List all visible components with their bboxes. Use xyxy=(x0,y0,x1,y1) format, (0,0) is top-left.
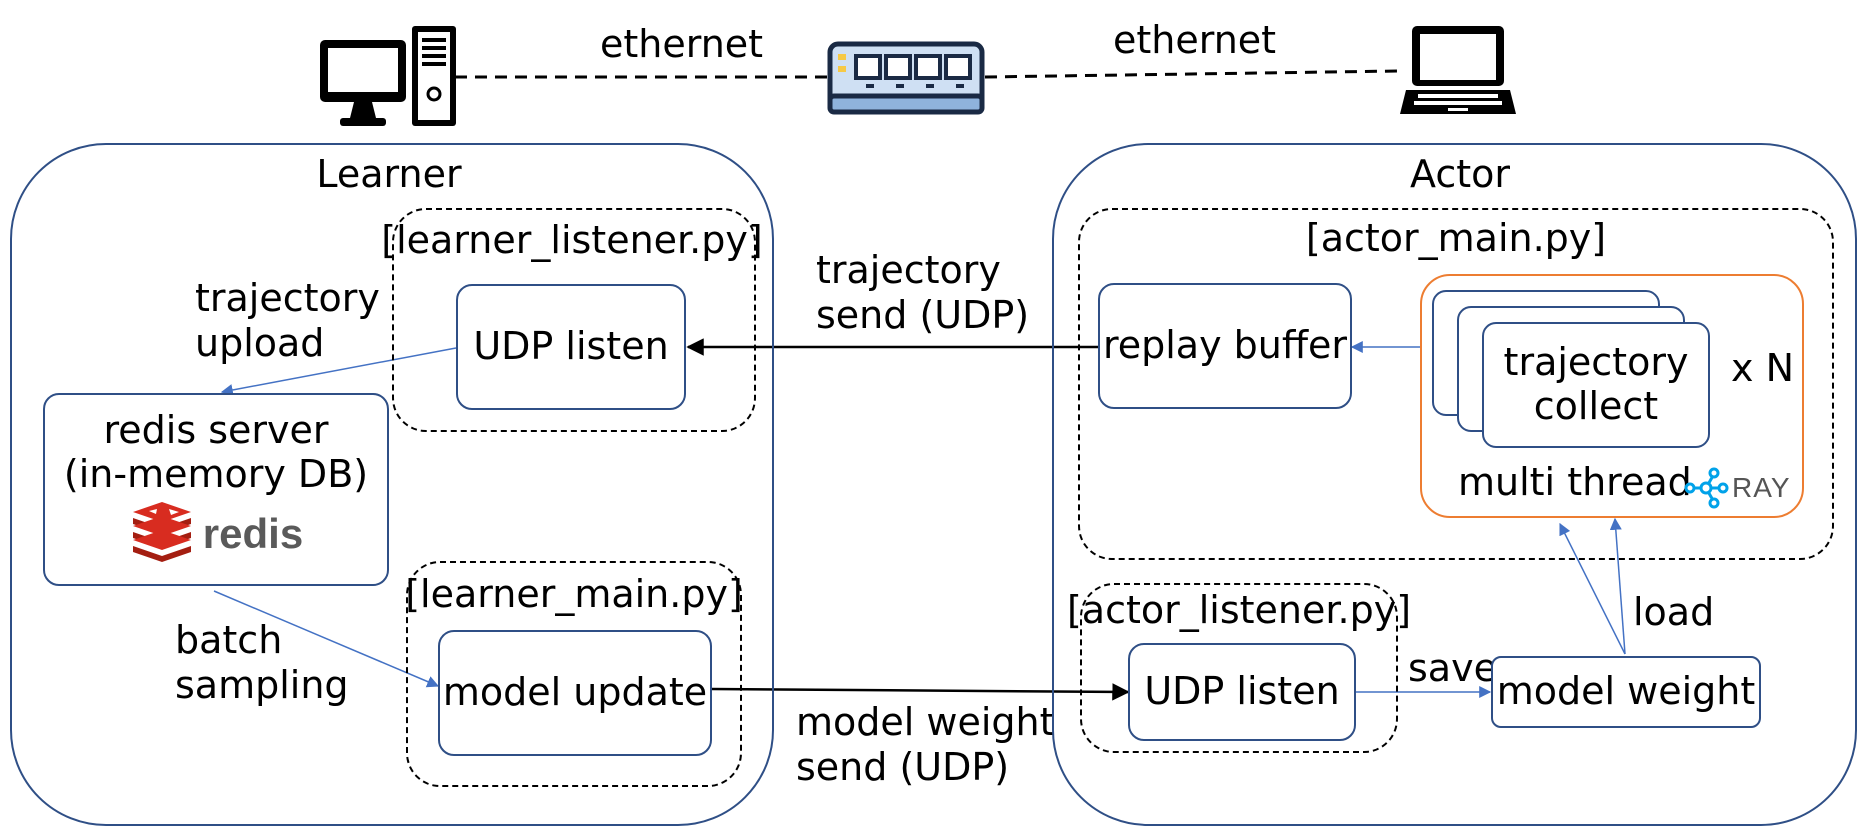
trajectory-collect-node: trajectory collect xyxy=(1482,322,1710,448)
actor-main-filename: [actor_main.py] xyxy=(1305,216,1607,260)
replay-buffer-node: replay buffer xyxy=(1098,283,1352,409)
learner-listener-group xyxy=(392,208,756,432)
ray-logo-text: RAY xyxy=(1732,472,1791,503)
ray-icon xyxy=(1684,467,1729,509)
learner-title: Learner xyxy=(316,152,462,196)
actor-udp-listen-label: UDP listen xyxy=(1144,669,1340,714)
redis-server-line1: redis server xyxy=(103,408,329,452)
ethernet-label-right: ethernet xyxy=(1113,18,1277,62)
model-weight-label: model weight xyxy=(1496,669,1756,714)
learner-listener-filename: [learner_listener.py] xyxy=(381,218,763,262)
actor-listener-filename: [actor_listener.py] xyxy=(1066,588,1412,632)
multi-thread-box xyxy=(1420,274,1804,518)
learner-udp-listen-label: UDP listen xyxy=(473,324,669,369)
ethernet-label-left: ethernet xyxy=(600,22,764,66)
save-label: save xyxy=(1408,646,1497,690)
ray-logo: RAY xyxy=(1684,466,1791,510)
actor-udp-listen-node: UDP listen xyxy=(1128,643,1356,741)
learner-region xyxy=(10,143,774,826)
load-label: load xyxy=(1633,590,1715,634)
learner-main-group xyxy=(406,561,742,787)
trajectory-collect-line1: trajectory xyxy=(1503,340,1689,385)
model-update-node: model update xyxy=(438,630,712,756)
network-switch-icon xyxy=(826,40,986,120)
load-arrow-2 xyxy=(1609,517,1626,655)
model-weight-node: model weight xyxy=(1491,656,1761,728)
redis-server-line2: (in-memory DB) xyxy=(63,451,369,496)
trajectory-send-label: trajectory send (UDP) xyxy=(816,248,1030,337)
actor-main-group xyxy=(1078,208,1834,560)
redis-cube-icon xyxy=(132,502,191,563)
redis-logo-text: redis xyxy=(202,510,304,558)
actor-region xyxy=(1052,143,1857,826)
model-weight-send-arrow xyxy=(711,683,1130,701)
batch-sampling-arrow xyxy=(213,590,440,688)
learner-udp-listen-node: UDP listen xyxy=(456,284,686,410)
trajectory-upload-arrow xyxy=(220,347,457,396)
learner-main-filename: [learner_main.py] xyxy=(405,572,743,616)
replay-buffer-label: replay buffer xyxy=(1102,323,1348,368)
model-weight-send-label: model weight send (UDP) xyxy=(796,700,1055,789)
redis-logo: redis xyxy=(129,502,304,563)
multiplier-label: x N xyxy=(1731,346,1794,390)
model-update-label: model update xyxy=(442,670,708,715)
ethernet-link-right xyxy=(984,69,1399,79)
batch-sampling-label: batch sampling xyxy=(175,618,349,707)
load-arrow-1 xyxy=(1559,522,1626,655)
actor-listener-group xyxy=(1080,583,1398,753)
trajectory-collect-line2: collect xyxy=(1533,384,1659,428)
actor-title: Actor xyxy=(1410,152,1510,196)
multi-thread-label: multi thread xyxy=(1458,460,1692,504)
laptop-icon xyxy=(1398,24,1518,120)
redis-server-node: redis server (in-memory DB) redis xyxy=(43,393,389,586)
desktop-pc-icon xyxy=(318,24,458,128)
trajectory-upload-label: trajectory upload xyxy=(195,276,380,365)
